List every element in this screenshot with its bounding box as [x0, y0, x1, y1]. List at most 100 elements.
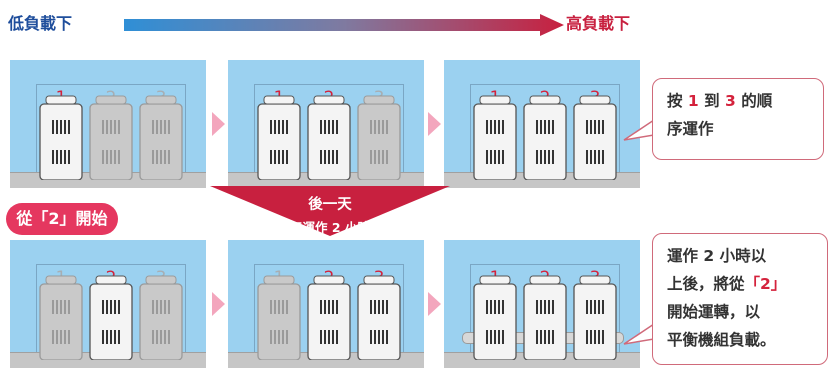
grille-slot	[336, 150, 338, 164]
grille-slot	[274, 330, 276, 344]
unit-cap	[363, 95, 395, 105]
grille-slot	[328, 120, 330, 134]
unit-cap	[263, 95, 295, 105]
grille-slot	[324, 120, 326, 134]
grille-slot	[60, 120, 62, 134]
grille-slot	[536, 150, 538, 164]
unit-cap	[363, 275, 395, 285]
grille-slot	[324, 330, 326, 344]
grille-slot	[270, 120, 272, 134]
grille-slot	[160, 330, 162, 344]
panel-frame	[470, 84, 620, 177]
grille-slot	[332, 150, 334, 164]
grille-slot	[498, 300, 500, 314]
grille-slot	[114, 300, 116, 314]
grille-slot	[118, 150, 120, 164]
bottom-panel-2: 1 2 3	[228, 240, 424, 368]
unit-cap	[579, 95, 611, 105]
grille-slot	[114, 120, 116, 134]
grille-slot	[332, 300, 334, 314]
grille-slot	[102, 150, 104, 164]
grille-slot	[548, 120, 550, 134]
grille-slot	[502, 150, 504, 164]
grille-slot	[586, 150, 588, 164]
grille-slot	[590, 330, 592, 344]
unit-cap	[95, 95, 127, 105]
grille-slot	[374, 300, 376, 314]
grille-slot	[164, 150, 166, 164]
chiller-units-drawing	[39, 95, 183, 180]
grille-slot	[594, 150, 596, 164]
grille-slot	[152, 150, 154, 164]
grille-slot	[60, 330, 62, 344]
grille-slot	[386, 300, 388, 314]
grille-slot	[160, 150, 162, 164]
grille-slot	[602, 300, 604, 314]
grille-slot	[378, 330, 380, 344]
grille-slot	[374, 120, 376, 134]
grille-slot	[540, 120, 542, 134]
unit-cap	[529, 275, 561, 285]
grille-slot	[320, 150, 322, 164]
grille-slot	[164, 120, 166, 134]
grille-slot	[602, 120, 604, 134]
bottom-panel-3: 1 2 3	[444, 240, 640, 368]
grille-slot	[68, 330, 70, 344]
grille-slot	[386, 120, 388, 134]
grille-slot	[586, 330, 588, 344]
unit-cap	[263, 275, 295, 285]
grille-slot	[540, 300, 542, 314]
grille-slot	[68, 120, 70, 134]
grille-slot	[382, 300, 384, 314]
grille-slot	[278, 330, 280, 344]
grille-slot	[382, 150, 384, 164]
grille-slot	[164, 330, 166, 344]
grille-slot	[490, 300, 492, 314]
grille-slot	[286, 300, 288, 314]
grille-slot	[274, 150, 276, 164]
grille-slot	[278, 120, 280, 134]
grille-slot	[370, 150, 372, 164]
grille-slot	[64, 330, 66, 344]
next-day-arrow	[210, 186, 450, 236]
grille-slot	[164, 300, 166, 314]
chiller-units-drawing	[257, 95, 401, 180]
unit-cap	[313, 95, 345, 105]
grille-slot	[490, 150, 492, 164]
unit-cap	[479, 95, 511, 105]
grille-slot	[552, 150, 554, 164]
grille-slot	[274, 300, 276, 314]
grille-slot	[270, 330, 272, 344]
grille-slot	[494, 300, 496, 314]
grille-slot	[56, 330, 58, 344]
callout-pointer	[623, 115, 660, 141]
grille-slot	[68, 300, 70, 314]
grille-slot	[152, 120, 154, 134]
grille-slot	[68, 150, 70, 164]
grille-slot	[374, 330, 376, 344]
grille-slot	[110, 330, 112, 344]
grille-slot	[378, 150, 380, 164]
grille-slot	[332, 120, 334, 134]
grille-slot	[286, 330, 288, 344]
grille-slot	[494, 330, 496, 344]
grille-slot	[386, 150, 388, 164]
grille-slot	[498, 120, 500, 134]
load-gradient-arrow	[124, 14, 564, 36]
callout-line-3: 開始運轉，以	[667, 303, 761, 321]
grille-slot	[270, 300, 272, 314]
next-day-title: 後一天	[308, 197, 352, 213]
grille-slot	[598, 330, 600, 344]
grille-slot	[168, 120, 170, 134]
chiller-units-drawing	[473, 95, 617, 180]
start-from-2-tag: 從「2」開始	[6, 203, 118, 235]
grille-slot	[328, 330, 330, 344]
grille-slot	[598, 150, 600, 164]
grille-slot	[598, 300, 600, 314]
grille-slot	[270, 150, 272, 164]
grille-slot	[544, 150, 546, 164]
grille-slot	[320, 120, 322, 134]
grille-slot	[594, 330, 596, 344]
grille-slot	[502, 120, 504, 134]
grille-slot	[156, 300, 158, 314]
